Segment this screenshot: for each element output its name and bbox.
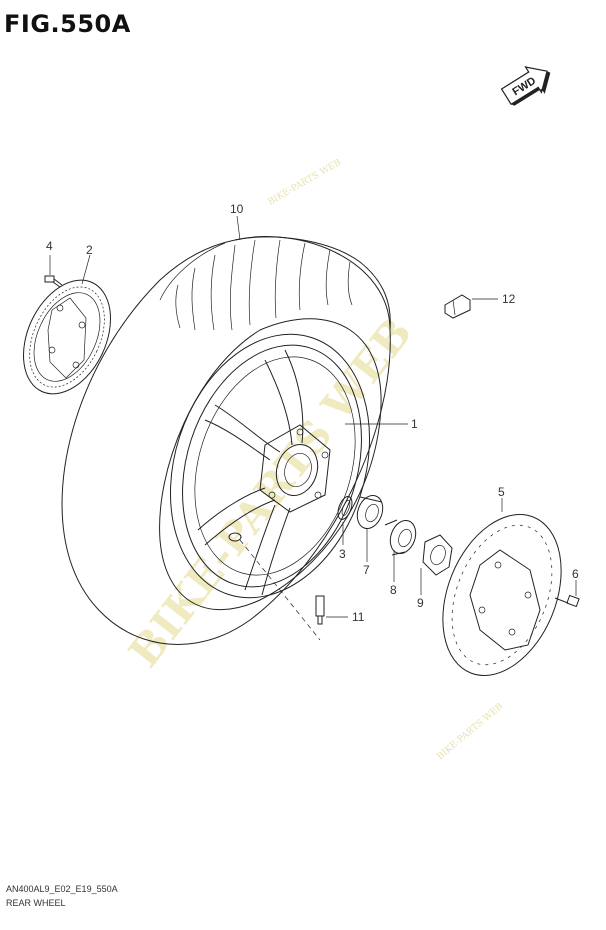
callout-8: 8 <box>390 583 397 597</box>
callouts: 1 2 3 4 5 6 7 8 9 10 11 12 <box>46 202 579 624</box>
callout-3: 3 <box>339 547 346 561</box>
sensor-rotor <box>22 279 112 395</box>
callout-10: 10 <box>230 202 244 216</box>
callout-11: 11 <box>352 610 365 624</box>
spacer <box>356 495 384 529</box>
callout-2: 2 <box>86 243 93 257</box>
balance-weight <box>444 294 471 319</box>
callout-1: 1 <box>411 417 418 431</box>
watermark-small-bottom: BIKE-PARTS WEB <box>436 701 506 762</box>
watermark: BIKE-PARTS WEB BIKE-PARTS WEB BIKE-PARTS… <box>119 158 505 763</box>
bolt-4 <box>44 275 63 288</box>
callout-7: 7 <box>363 563 370 577</box>
watermark-small-top: BIKE-PARTS WEB <box>267 158 344 208</box>
axle-nut <box>422 534 453 576</box>
fwd-arrow-icon: FWD <box>500 66 551 106</box>
figure-code: AN400AL9_E02_E19_550A <box>6 884 118 894</box>
washer <box>384 519 417 556</box>
callout-5: 5 <box>498 485 505 499</box>
valve <box>239 539 325 641</box>
callout-12: 12 <box>502 292 516 306</box>
oil-seal <box>337 496 353 520</box>
callout-4: 4 <box>46 239 53 253</box>
brake-disc <box>442 514 562 676</box>
callout-6: 6 <box>572 567 579 581</box>
leader-lines <box>49 215 577 618</box>
callout-9: 9 <box>417 596 424 610</box>
figure-title: FIG.550A <box>4 10 131 38</box>
figure-name: REAR WHEEL <box>6 898 66 908</box>
wheel-rim <box>169 333 371 599</box>
bolt-6 <box>554 594 580 608</box>
tire <box>61 236 391 645</box>
